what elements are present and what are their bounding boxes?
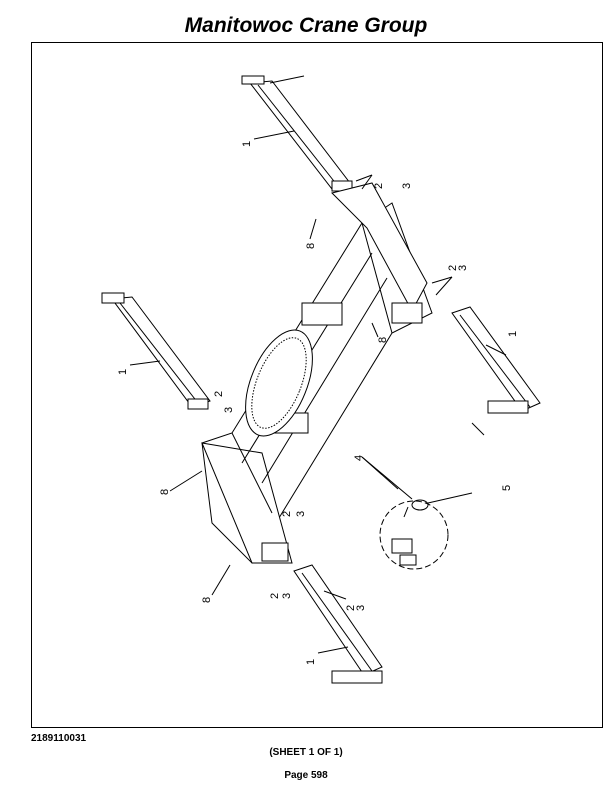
detail-view — [379, 492, 473, 570]
callout-8-c: 8 — [159, 489, 171, 495]
callout-2-f: 2 — [345, 605, 357, 611]
callout-3-f: 3 — [355, 605, 367, 611]
callout-1-top: 1 — [241, 141, 253, 147]
callout-5: 5 — [501, 485, 513, 491]
outrigger-beam-top — [241, 75, 353, 192]
callout-8-b: 8 — [377, 337, 389, 343]
page-number: Page 598 — [284, 770, 328, 781]
callout-2-d: 2 — [281, 511, 293, 517]
parts-diagram: 1 1 1 1 2 3 2 3 2 3 2 3 2 3 2 3 4 5 8 8 … — [101, 75, 541, 684]
outrigger-beam-bottom — [293, 564, 383, 684]
callout-3-e: 3 — [281, 593, 293, 599]
callout-2-a: 2 — [373, 183, 385, 189]
leader-lines — [129, 130, 507, 654]
callout-2-e: 2 — [269, 593, 281, 599]
callout-1-left: 1 — [117, 369, 129, 375]
callout-2-b: 2 — [447, 265, 459, 271]
carbody-frame — [201, 182, 433, 564]
callout-1-bottom: 1 — [305, 659, 317, 665]
slewing-ring — [245, 329, 313, 437]
callout-8-d: 8 — [201, 597, 213, 603]
callout-3-b: 3 — [457, 265, 469, 271]
sheet-indicator: (SHEET 1 OF 1) — [269, 747, 343, 758]
outrigger-beam-right — [451, 306, 541, 436]
page-title: Manitowoc Crane Group — [184, 14, 428, 37]
callout-4: 4 — [353, 455, 365, 461]
callout-8-a: 8 — [305, 243, 317, 249]
drawing-number: 2189110031 — [31, 733, 87, 744]
outrigger-beam-left — [101, 292, 211, 410]
drawing-frame: 1 1 1 1 2 3 2 3 2 3 2 3 2 3 2 3 4 5 8 8 … — [31, 42, 603, 728]
callout-3-c: 3 — [223, 407, 235, 413]
callout-labels: 1 1 1 1 2 3 2 3 2 3 2 3 2 3 2 3 4 5 8 8 … — [117, 141, 519, 665]
callout-2-c: 2 — [213, 391, 225, 397]
callout-3-d: 3 — [295, 511, 307, 517]
callout-3-a: 3 — [401, 183, 413, 189]
callout-1-right: 1 — [507, 331, 519, 337]
